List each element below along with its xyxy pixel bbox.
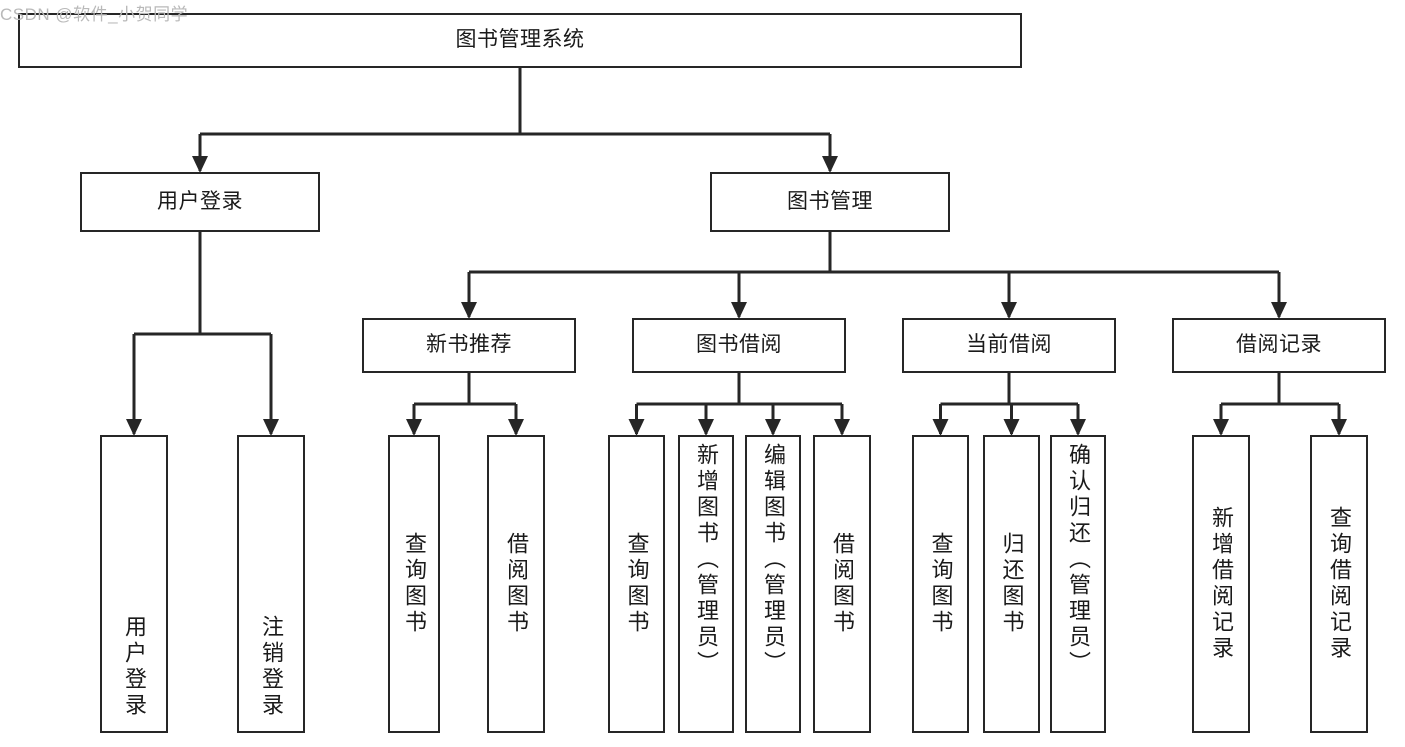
node-label: 查询图书 xyxy=(624,532,650,636)
arrowhead-r-add xyxy=(1213,419,1229,436)
arrowhead-c-query xyxy=(932,419,949,436)
node-label: 借阅图书 xyxy=(504,532,529,636)
node-n-borrow[interactable]: 借阅图书 xyxy=(487,435,545,733)
node-label: 借阅图书 xyxy=(830,532,855,636)
node-label: 新增借阅记录 xyxy=(1209,506,1234,662)
node-root[interactable]: 图书管理系统 xyxy=(18,13,1022,68)
node-label: 用户登录 xyxy=(157,189,243,213)
arrowhead-c-confirm xyxy=(1070,419,1086,436)
node-c-return[interactable]: 归还图书 xyxy=(983,435,1040,733)
node-r-add[interactable]: 新增借阅记录 xyxy=(1192,435,1250,733)
arrowhead-login xyxy=(192,156,208,173)
node-c-query[interactable]: 查询图书 xyxy=(912,435,969,733)
node-label: 确认归还（管理员） xyxy=(1066,443,1091,677)
node-login[interactable]: 用户登录 xyxy=(80,172,320,232)
arrowhead-l-login xyxy=(126,419,142,436)
node-bookmgmt[interactable]: 图书管理 xyxy=(710,172,950,232)
arrowhead-b-lend xyxy=(834,419,850,436)
arrowhead-l-logout xyxy=(263,419,279,436)
arrowhead-bookmgmt xyxy=(822,156,838,173)
node-label: 图书管理 xyxy=(787,189,873,213)
arrowhead-c-return xyxy=(1003,419,1020,436)
node-label: 用户登录 xyxy=(122,615,147,719)
node-c-confirm[interactable]: 确认归还（管理员） xyxy=(1050,435,1106,733)
node-label: 新增图书（管理员） xyxy=(694,443,719,677)
node-records[interactable]: 借阅记录 xyxy=(1172,318,1386,373)
node-l-logout[interactable]: 注销登录 xyxy=(237,435,305,733)
node-b-query[interactable]: 查询图书 xyxy=(608,435,665,733)
arrowhead-n-query xyxy=(406,419,422,436)
node-label: 当前借阅 xyxy=(966,333,1052,357)
arrowhead-b-query xyxy=(628,419,645,436)
node-b-add[interactable]: 新增图书（管理员） xyxy=(678,435,734,733)
arrowhead-records xyxy=(1271,302,1287,319)
node-label: 归还图书 xyxy=(999,532,1025,636)
node-b-edit[interactable]: 编辑图书（管理员） xyxy=(745,435,801,733)
arrowhead-n-borrow xyxy=(508,419,524,436)
node-l-login[interactable]: 用户登录 xyxy=(100,435,168,733)
arrowhead-r-query xyxy=(1331,419,1347,436)
node-r-query[interactable]: 查询借阅记录 xyxy=(1310,435,1368,733)
node-n-query[interactable]: 查询图书 xyxy=(388,435,440,733)
arrowhead-newbook xyxy=(461,302,477,319)
node-label: 借阅记录 xyxy=(1236,333,1322,357)
node-label: 编辑图书（管理员） xyxy=(761,443,786,677)
node-label: 图书管理系统 xyxy=(455,28,585,52)
node-label: 查询借阅记录 xyxy=(1327,506,1352,662)
csdn-watermark: CSDN @软件_小贺同学 xyxy=(0,5,189,24)
node-current[interactable]: 当前借阅 xyxy=(902,318,1116,373)
arrowhead-borrow xyxy=(731,302,747,319)
node-label: 查询图书 xyxy=(402,532,427,636)
node-label: 注销登录 xyxy=(259,615,284,719)
node-newbook[interactable]: 新书推荐 xyxy=(362,318,576,373)
arrowhead-current xyxy=(1001,302,1017,319)
node-borrow[interactable]: 图书借阅 xyxy=(632,318,846,373)
node-label: 新书推荐 xyxy=(426,333,512,357)
node-label: 图书借阅 xyxy=(696,333,782,357)
arrowhead-b-add xyxy=(698,419,714,436)
arrowhead-b-edit xyxy=(765,419,781,436)
node-b-lend[interactable]: 借阅图书 xyxy=(813,435,871,733)
node-label: 查询图书 xyxy=(928,532,954,636)
